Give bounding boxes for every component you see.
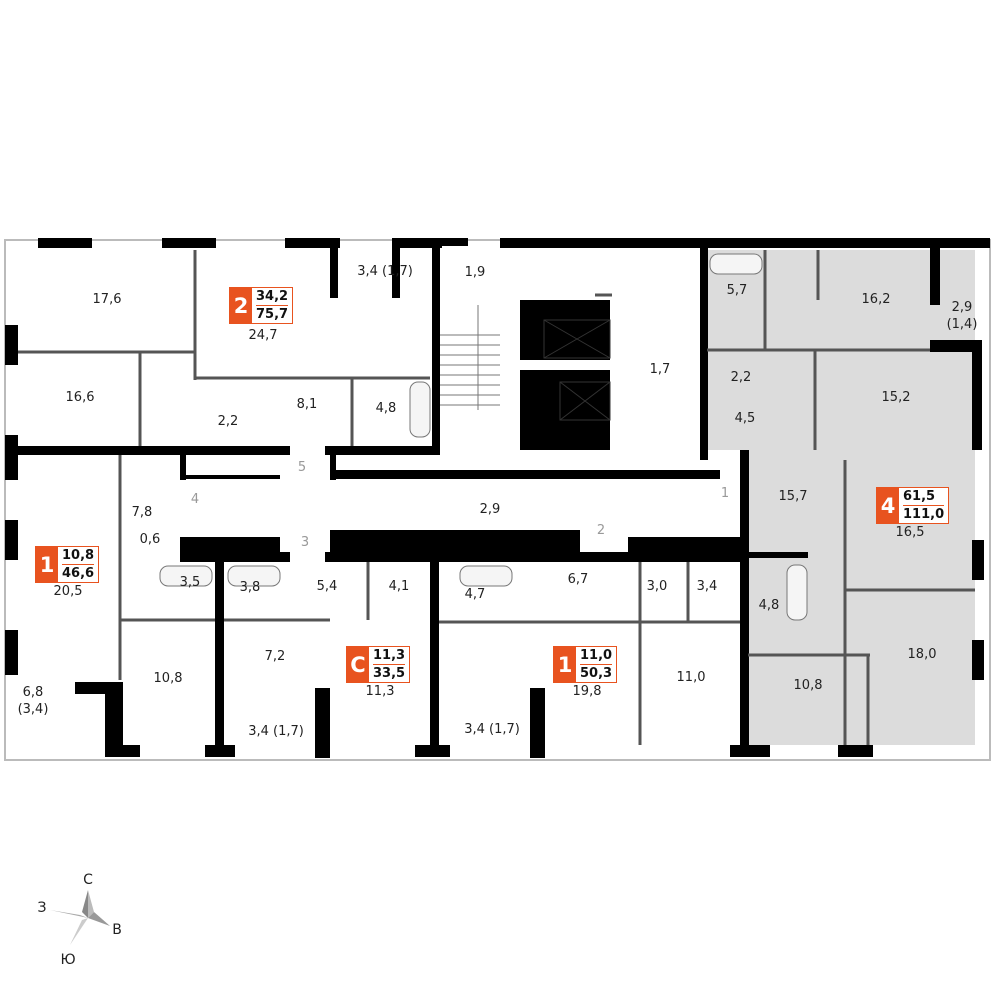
- compass-south: Ю: [60, 952, 76, 968]
- room-area: 0,6: [139, 531, 161, 547]
- room-area: 11,0: [676, 669, 706, 685]
- unit-total-area: 75,7: [256, 307, 289, 322]
- room-area: 15,7: [778, 488, 808, 504]
- room-area: 2,2: [217, 413, 239, 429]
- room-area: 5,4: [316, 578, 338, 594]
- room-area: 24,7: [248, 327, 278, 343]
- balcony-area: 3,4 (1,7): [248, 723, 304, 739]
- room-area: 3,0: [646, 578, 668, 594]
- balcony-area: 2,9: [951, 299, 973, 315]
- room-area: 4,1: [388, 578, 410, 594]
- balcony-area: 3,4 (1,7): [357, 263, 413, 279]
- room-area: 1,9: [464, 264, 486, 280]
- unit-living-area: 11,3: [373, 648, 406, 665]
- room-area: 16,6: [65, 389, 95, 405]
- balcony-area-reduced: (1,4): [946, 316, 978, 332]
- door-number: 5: [297, 459, 307, 475]
- compass-west: З: [37, 900, 47, 916]
- interior-partitions: [18, 250, 975, 745]
- unit-rooms: 1: [36, 547, 58, 582]
- room-area: 17,6: [92, 291, 122, 307]
- room-area: 16,5: [895, 524, 925, 540]
- unit-rooms: С: [347, 647, 369, 682]
- balcony-area-reduced: (3,4): [17, 701, 49, 717]
- unit-total-area: 46,6: [62, 566, 95, 581]
- room-area: 4,8: [375, 400, 397, 416]
- room-area: 4,8: [758, 597, 780, 613]
- corridor-area: 2,9: [479, 501, 501, 517]
- room-area: 11,3: [365, 683, 395, 699]
- room-area: 3,8: [239, 579, 261, 595]
- room-area: 16,2: [861, 291, 891, 307]
- room-area: 3,5: [179, 574, 201, 590]
- balcony-area: 3,4 (1,7): [464, 721, 520, 737]
- door-number: 1: [720, 485, 730, 501]
- door-number: 2: [596, 522, 606, 538]
- unit-rooms: 4: [877, 488, 899, 523]
- unit-total-area: 33,5: [373, 666, 406, 681]
- room-area: 10,8: [153, 670, 183, 686]
- room-area: 4,5: [734, 410, 756, 426]
- stairs-icon: [440, 305, 500, 410]
- compass-icon: [50, 890, 110, 945]
- room-area: 7,8: [131, 504, 153, 520]
- room-area: 15,2: [881, 389, 911, 405]
- room-area: 2,2: [730, 369, 752, 385]
- room-area: 6,7: [567, 571, 589, 587]
- door-number: 3: [300, 534, 310, 550]
- room-area: 10,8: [793, 677, 823, 693]
- building-outline: [4, 239, 991, 761]
- compass-east: В: [112, 922, 122, 938]
- room-area: 4,7: [464, 586, 486, 602]
- room-area: 1,7: [649, 361, 671, 377]
- unit-living-area: 61,5: [903, 488, 945, 506]
- room-area: 5,7: [726, 282, 748, 298]
- balcony-area: 6,8: [22, 684, 44, 700]
- unit-total-area: 111,0: [903, 507, 945, 522]
- bathtub-icons: [159, 253, 808, 621]
- unit-rooms: 1: [554, 647, 576, 682]
- room-area: 19,8: [572, 683, 602, 699]
- walls: [5, 238, 990, 758]
- unit-total-area: 50,3: [580, 666, 613, 681]
- compass-north: С: [83, 872, 93, 888]
- unit-living-area: 10,8: [62, 548, 95, 565]
- unit-living-area: 34,2: [256, 289, 289, 306]
- room-area: 8,1: [296, 396, 318, 412]
- room-area: 7,2: [264, 648, 286, 664]
- door-number: 4: [190, 491, 200, 507]
- room-area: 20,5: [53, 583, 83, 599]
- unit-living-area: 11,0: [580, 648, 613, 665]
- room-area: 18,0: [907, 646, 937, 662]
- elevator-icons: [543, 319, 611, 421]
- room-area: 3,4: [696, 578, 718, 594]
- unit-rooms: 2: [230, 288, 252, 323]
